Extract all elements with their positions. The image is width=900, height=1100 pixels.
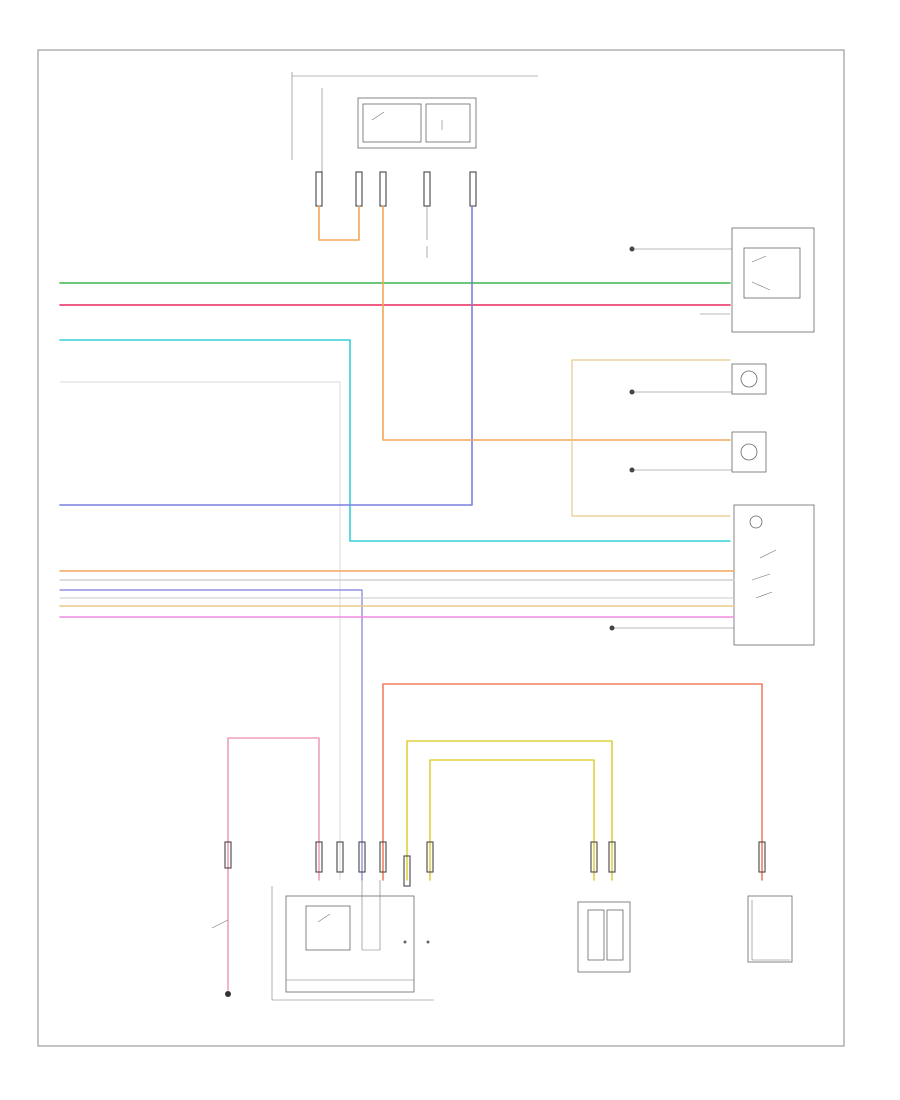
wire-blue-1 — [59, 589, 363, 881]
right-fog-lamp-group — [629, 431, 767, 473]
right-sensor-top-group — [629, 227, 815, 333]
right-fog-lamp-box — [731, 431, 767, 473]
bottom-right-module-group — [747, 895, 793, 963]
wire-yellow-outer — [406, 740, 613, 881]
wire-gray — [59, 381, 341, 881]
wire-pink-bottom — [227, 737, 320, 991]
wire-orange-relay — [382, 205, 731, 441]
left-fog-lamp-box — [731, 363, 767, 395]
wire-salmon — [382, 683, 763, 881]
bottom-connectors — [224, 841, 766, 887]
bottom-right-module-box — [747, 895, 793, 963]
diagram-frame — [37, 49, 845, 1047]
headlamp-switch-group — [609, 504, 815, 646]
headlamp-switch-box — [733, 504, 815, 646]
bottom-sensor-box — [577, 901, 631, 973]
bottom-module-group — [271, 880, 434, 1001]
ground-bottom-left-group — [211, 919, 231, 997]
wire-cyan — [59, 339, 731, 542]
wire-blue — [59, 205, 473, 506]
right-sensor-top-box — [731, 227, 815, 333]
bottom-sensor-box-group — [577, 901, 631, 973]
left-fog-lamp-group — [629, 363, 767, 395]
wire-yellow-inner — [429, 759, 595, 881]
bottom-module-box — [285, 895, 415, 993]
top-relay-box — [357, 97, 477, 149]
ground-icon — [225, 991, 231, 997]
top-relay-group — [291, 72, 538, 258]
